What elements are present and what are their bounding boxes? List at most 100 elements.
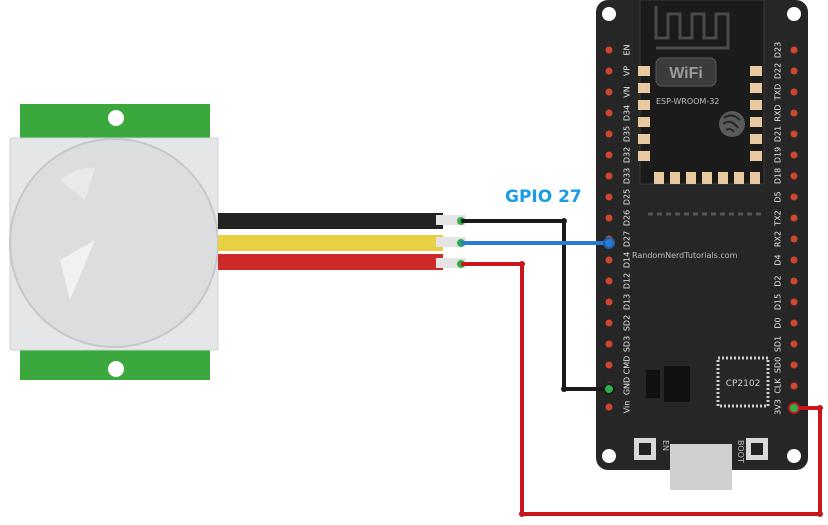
- module-pad: [718, 172, 728, 184]
- pin-label-tx2: TX2: [774, 210, 783, 226]
- module-pad: [750, 134, 762, 144]
- pin-vin[interactable]: [605, 403, 613, 411]
- pin-rxd[interactable]: [790, 109, 798, 117]
- pin-d32[interactable]: [605, 151, 613, 159]
- gpio-annotation: GPIO 27: [505, 187, 582, 207]
- module-pad: [750, 151, 762, 161]
- module-pad: [702, 172, 712, 184]
- module-pad: [670, 172, 680, 184]
- pin-d33[interactable]: [605, 172, 613, 180]
- pin-d35[interactable]: [605, 130, 613, 138]
- pin-d34[interactable]: [605, 109, 613, 117]
- pin-d23[interactable]: [790, 46, 798, 54]
- pin-label-d26: D26: [623, 210, 632, 226]
- pin-sd0[interactable]: [790, 361, 798, 369]
- pir-mount-hole-bottom: [108, 361, 124, 377]
- pin-label-vin: Vin: [623, 401, 632, 414]
- pin-d14[interactable]: [605, 256, 613, 264]
- module-pads: [638, 66, 762, 184]
- pin-vp[interactable]: [605, 67, 613, 75]
- module-pad: [750, 66, 762, 76]
- module-pad: [638, 117, 650, 127]
- module-pad: [654, 172, 664, 184]
- pin-d2[interactable]: [790, 277, 798, 285]
- boot-button-label: BOOT: [736, 440, 745, 463]
- pin-rx2[interactable]: [790, 235, 798, 243]
- module-pad: [750, 172, 760, 184]
- pin-label-cmd: CMD: [623, 356, 632, 375]
- pir-dome: [9, 138, 219, 348]
- cp2102-chip: [716, 356, 770, 408]
- pir-dome-highlight: [60, 240, 95, 300]
- pin-label-vp: VP: [623, 66, 632, 76]
- left-pin-header: ENVPVND34D35D32D33D25D26D27D14D12D13SD2S…: [605, 44, 632, 414]
- pin-label-d5: D5: [774, 191, 783, 202]
- module-pad: [750, 117, 762, 127]
- pin-clk[interactable]: [790, 382, 798, 390]
- pin-label-d33: D33: [623, 168, 632, 184]
- pin-d13[interactable]: [605, 298, 613, 306]
- pin-label-gnd: GND: [623, 377, 632, 395]
- wifi-logo: [655, 57, 717, 87]
- pin-sd1[interactable]: [790, 340, 798, 348]
- pin-d12[interactable]: [605, 277, 613, 285]
- pin-d26[interactable]: [605, 214, 613, 222]
- pin-label-d2: D2: [774, 275, 783, 286]
- module-pad: [686, 172, 696, 184]
- regulator: [646, 370, 660, 398]
- usb-port: [670, 444, 732, 490]
- module-pad: [638, 151, 650, 161]
- pin-label-rx2: RX2: [774, 231, 783, 247]
- pin-label-txd: TXD: [774, 84, 783, 102]
- module-pad: [638, 134, 650, 144]
- module-pad: [638, 83, 650, 93]
- watermark: RandomNerdTutorials.com: [632, 251, 738, 260]
- board-hole-br: [787, 449, 801, 463]
- module-pad: [638, 66, 650, 76]
- pin-d25[interactable]: [605, 193, 613, 201]
- module-pad: [638, 100, 650, 110]
- pin-label-d18: D18: [774, 168, 783, 184]
- pin-txd[interactable]: [790, 88, 798, 96]
- pin-sd2[interactable]: [605, 319, 613, 327]
- pin-label-3v3: 3V3: [774, 399, 783, 415]
- pin-label-sd1: SD1: [774, 336, 783, 352]
- pin-d27-contact: [603, 237, 615, 249]
- board-hole-tr: [787, 7, 801, 21]
- pin-d0[interactable]: [790, 319, 798, 327]
- antenna-trace: [654, 6, 730, 50]
- pin-d18[interactable]: [790, 172, 798, 180]
- pin-label-d19: D19: [774, 147, 783, 163]
- pin-d21[interactable]: [790, 130, 798, 138]
- right-pin-header: D23D22TXDRXDD21D19D18D5TX2RX2D4D2D15D0SD…: [774, 42, 798, 415]
- pin-en[interactable]: [605, 46, 613, 54]
- pin-cmd[interactable]: [605, 361, 613, 369]
- module-pad: [750, 100, 762, 110]
- pin-d5[interactable]: [790, 193, 798, 201]
- pin-label-d13: D13: [623, 294, 632, 310]
- pin-label-d0: D0: [774, 317, 783, 328]
- lead-black: [218, 213, 443, 229]
- pin-vn[interactable]: [605, 88, 613, 96]
- pir-dome-highlight-2: [60, 167, 95, 200]
- pir-lead-wires: [218, 213, 466, 270]
- pin-label-d21: D21: [774, 126, 783, 142]
- pin-label-d12: D12: [623, 273, 632, 289]
- cp2102-label: CP2102: [726, 379, 761, 389]
- module-pad: [734, 172, 744, 184]
- pin-tx2[interactable]: [790, 214, 798, 222]
- pin-d15[interactable]: [790, 298, 798, 306]
- pin-label-d35: D35: [623, 126, 632, 142]
- pin-sd3[interactable]: [605, 340, 613, 348]
- module-pad: [750, 83, 762, 93]
- lead-yellow: [218, 235, 443, 251]
- pin-d4[interactable]: [790, 256, 798, 264]
- pin-d19[interactable]: [790, 151, 798, 159]
- lead-red: [218, 254, 443, 270]
- pin-label-vn: VN: [623, 86, 632, 97]
- board-hole-bl: [602, 449, 616, 463]
- pin-label-d4: D4: [774, 254, 783, 265]
- pin-label-sd3: SD3: [623, 336, 632, 352]
- pin-d22[interactable]: [790, 67, 798, 75]
